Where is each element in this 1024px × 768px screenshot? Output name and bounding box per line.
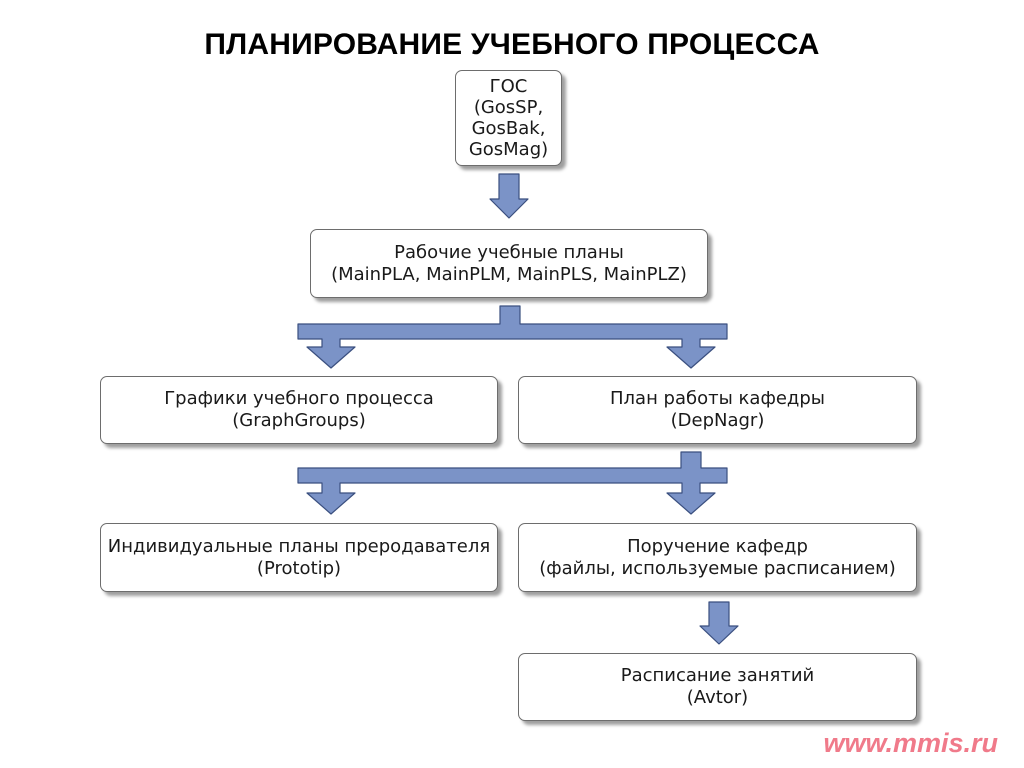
node-teacher-plans-title: Индивидуальные планы преродавателя xyxy=(107,535,491,557)
node-schedules: Графики учебного процесса (GraphGroups) xyxy=(100,376,498,444)
node-gos-line2: (GosSP, xyxy=(473,97,544,118)
arrow-dept-split xyxy=(297,451,728,515)
node-timetable-title: Расписание занятий xyxy=(620,665,815,686)
page-title: ПЛАНИРОВАНИЕ УЧЕБНОГО ПРОЦЕССА xyxy=(204,28,820,61)
node-schedules-subtitle: (GraphGroups) xyxy=(232,410,366,431)
arrow-assignment-to-timetable xyxy=(699,601,739,645)
node-work-plans: Рабочие учебные планы (MainPLA, MainPLM,… xyxy=(310,229,708,298)
node-gos: ГОС (GosSP, GosBak, GosMag) xyxy=(455,70,562,166)
node-work-plans-title: Рабочие учебные планы xyxy=(394,241,624,263)
site-watermark: www.mmis.ru xyxy=(823,728,998,758)
node-dept-plan-title: План работы кафедры xyxy=(610,388,825,409)
node-dept-plan: План работы кафедры (DepNagr) xyxy=(518,376,917,444)
node-timetable: Расписание занятий (Avtor) xyxy=(518,653,917,721)
node-gos-line3: GosBak, xyxy=(471,118,546,139)
node-dept-assignment-subtitle: (файлы, используемые расписанием) xyxy=(539,557,896,579)
node-dept-plan-subtitle: (DepNagr) xyxy=(670,410,765,431)
node-teacher-plans-subtitle: (Prototip) xyxy=(256,557,342,579)
node-gos-line4: GosMag) xyxy=(468,139,549,160)
node-dept-assignment: Поручение кафедр (файлы, используемые ра… xyxy=(518,523,917,592)
node-gos-line1: ГОС xyxy=(489,76,528,97)
arrow-plans-split xyxy=(297,305,728,369)
node-teacher-plans: Индивидуальные планы преродавателя (Prot… xyxy=(100,523,498,592)
node-dept-assignment-title: Поручение кафедр xyxy=(627,535,808,557)
arrow-gos-to-plans xyxy=(489,173,529,219)
node-schedules-title: Графики учебного процесса xyxy=(164,388,434,409)
node-work-plans-subtitle: (MainPLA, MainPLM, MainPLS, MainPLZ) xyxy=(331,263,687,285)
node-timetable-subtitle: (Avtor) xyxy=(686,687,749,708)
